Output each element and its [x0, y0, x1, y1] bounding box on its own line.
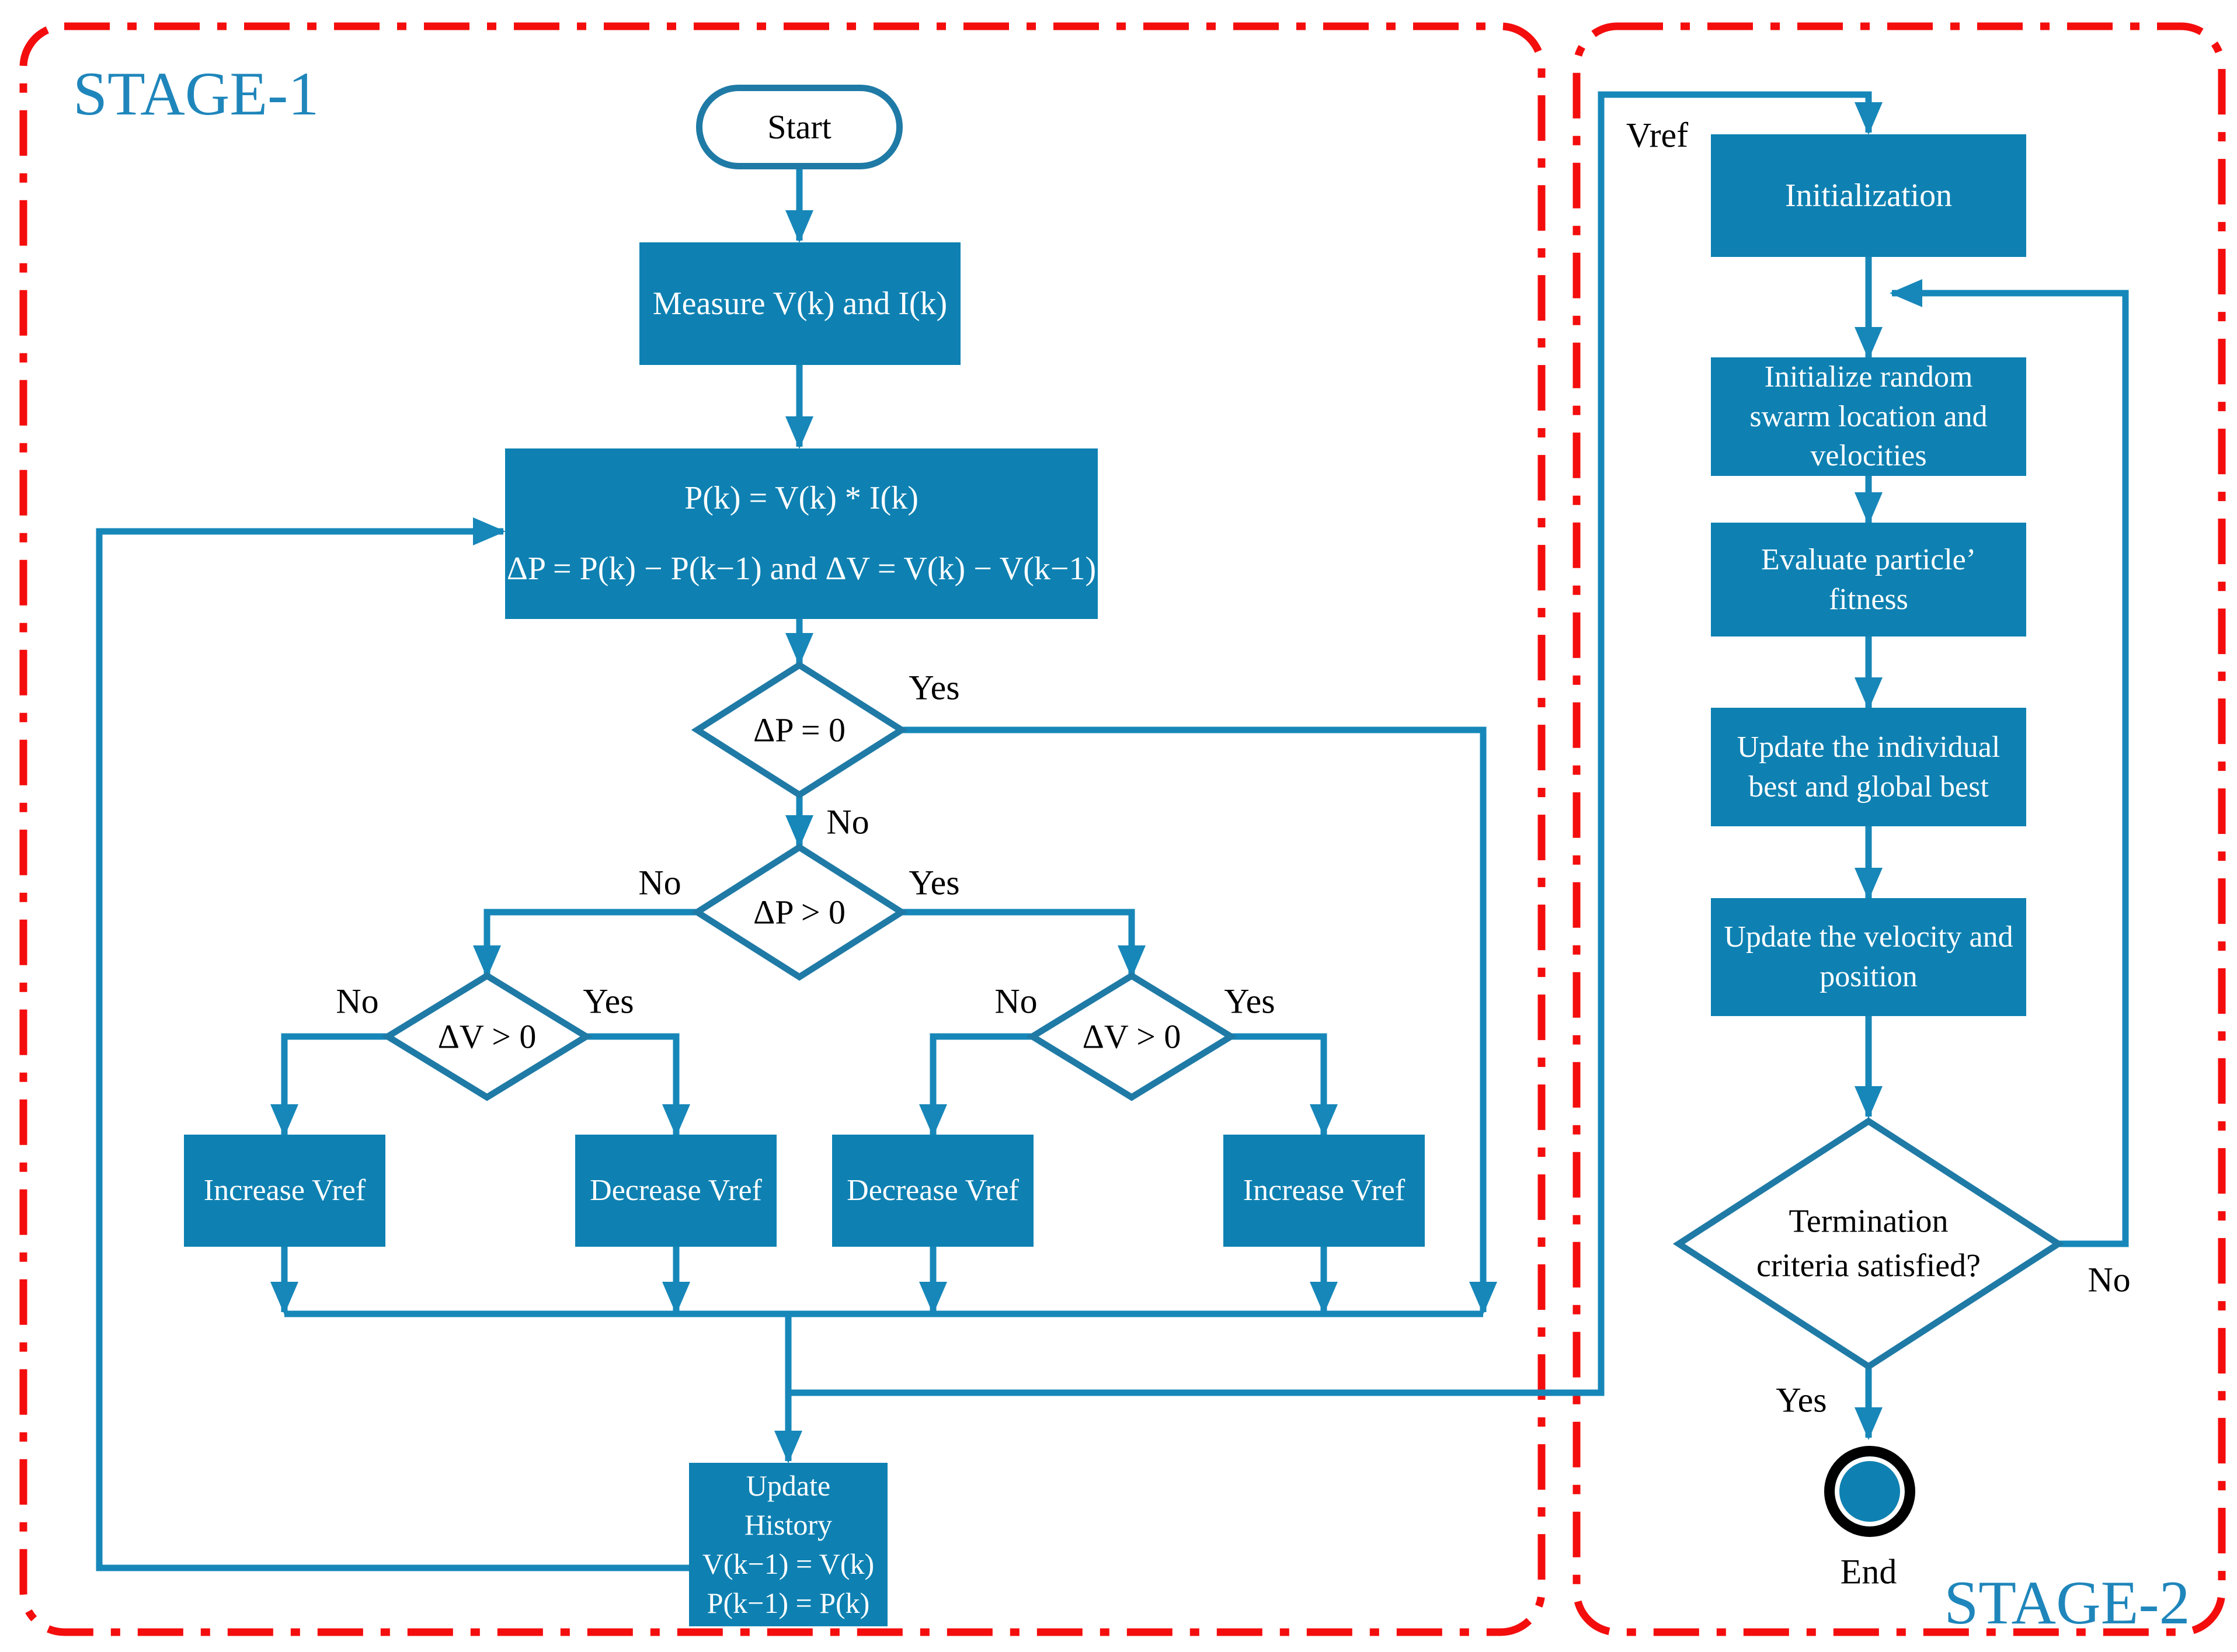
dp-pos-diamond-label: ΔP > 0 — [753, 893, 846, 931]
start-terminator: Start — [696, 85, 903, 169]
fitness-box: Evaluate particle’ fitness — [1711, 523, 2026, 637]
termination-yes-label: Yes — [1776, 1380, 1827, 1420]
action-decrease-vref-1: Decrease Vref — [575, 1135, 777, 1247]
stage1-connectors — [96, 91, 1883, 1571]
best-line-2: best and global best — [1748, 770, 1989, 804]
compute-box: P(k) = V(k) * I(k) ΔP = P(k) − P(k−1) an… — [505, 448, 1098, 619]
decision-diamonds — [381, 661, 2065, 1371]
termination-line-2: criteria satisfied? — [1756, 1247, 1981, 1284]
dp-zero-yes-label: Yes — [909, 668, 960, 707]
action-label: Increase Vref — [203, 1174, 366, 1208]
edge-dvleft-no — [270, 1033, 388, 1137]
dv-left-yes-label: Yes — [583, 982, 634, 1021]
start-label: Start — [767, 108, 832, 146]
edge-termination-no-loop — [1890, 279, 2129, 1247]
update-history-line-1: Update — [746, 1469, 831, 1502]
stage1-title: STAGE-1 — [73, 60, 319, 128]
velocity-line-1: Update the velocity and — [1724, 920, 2013, 954]
best-line-1: Update the individual — [1737, 730, 2001, 764]
stage2-border — [1572, 22, 2226, 1636]
dv-right-yes-label: Yes — [1224, 982, 1275, 1021]
action-label: Decrease Vref — [590, 1174, 762, 1208]
velocity-update-box: Update the velocity and position — [1711, 898, 2026, 1016]
termination-no-label: No — [2088, 1260, 2131, 1299]
fitness-line-1: Evaluate particle’ — [1761, 542, 1977, 576]
end-label: End — [1840, 1552, 1897, 1591]
edge-dppos-no — [473, 909, 697, 978]
fitness-line-2: fitness — [1829, 582, 1908, 616]
stage2-title: STAGE-2 — [1944, 1568, 2190, 1637]
initialization-label: Initialization — [1784, 177, 1953, 214]
action-decrease-vref-2: Decrease Vref — [832, 1135, 1034, 1247]
dv-left-no-label: No — [336, 982, 379, 1021]
edge-dvleft-yes — [586, 1033, 690, 1137]
best-update-box: Update the individual best and global be… — [1711, 708, 2026, 826]
update-history-line-2: History — [744, 1508, 832, 1541]
dp-pos-no-label: No — [638, 863, 681, 902]
compute-line-1: P(k) = V(k) * I(k) — [684, 479, 919, 516]
stage2-connectors — [1855, 257, 2129, 1440]
initialization-box: Initialization — [1711, 134, 2026, 257]
dv-left-diamond-label: ΔV > 0 — [437, 1017, 537, 1056]
edge-dpzero-yes — [902, 726, 1497, 1314]
dv-right-no-label: No — [994, 982, 1038, 1021]
swarm-line-3: velocities — [1810, 439, 1927, 473]
edge-dppos-yes — [902, 909, 1146, 978]
action-label: Increase Vref — [1243, 1174, 1405, 1208]
dv-right-diamond-label: ΔV > 0 — [1082, 1017, 1181, 1056]
update-history-line-4: P(k−1) = P(k) — [707, 1587, 870, 1619]
action-increase-vref-2: Increase Vref — [1223, 1135, 1425, 1247]
measure-box: Measure V(k) and I(k) — [639, 242, 961, 365]
edge-vref-to-stage2 — [788, 91, 1883, 1396]
swarm-line-1: Initialize random — [1764, 360, 1973, 394]
dv-right-diamond-shape — [1026, 972, 1237, 1101]
dp-zero-diamond-shape — [691, 661, 908, 799]
edge-history-feedback — [96, 517, 689, 1571]
dp-pos-diamond-shape — [691, 843, 908, 981]
termination-diamond-shape — [1672, 1117, 2065, 1371]
dp-zero-diamond-label: ΔP = 0 — [753, 711, 846, 749]
velocity-line-2: position — [1819, 960, 1918, 993]
stage1-border — [19, 22, 1546, 1636]
action-increase-vref-1: Increase Vref — [184, 1135, 385, 1247]
end-state-circle — [1824, 1446, 1915, 1537]
termination-diamond-label: Termination criteria satisfied? — [1705, 1199, 2032, 1288]
termination-line-1: Termination — [1789, 1203, 1949, 1240]
dp-zero-no-label: No — [826, 802, 869, 841]
update-history-box: Update History V(k−1) = V(k) P(k−1) = P(… — [689, 1463, 888, 1626]
dp-pos-yes-label: Yes — [909, 863, 960, 902]
action-label: Decrease Vref — [847, 1174, 1019, 1208]
swarm-init-box: Initialize random swarm location and vel… — [1711, 357, 2026, 476]
edge-dvright-yes — [1231, 1033, 1338, 1137]
update-history-line-3: V(k−1) = V(k) — [702, 1547, 875, 1580]
compute-line-2: ΔP = P(k) − P(k−1) and ΔV = V(k) − V(k−1… — [506, 551, 1097, 587]
dv-left-diamond-shape — [381, 972, 593, 1101]
vref-label: Vref — [1626, 116, 1689, 155]
swarm-line-2: swarm location and — [1749, 399, 1988, 433]
edge-dvright-no — [919, 1033, 1032, 1137]
measure-label: Measure V(k) and I(k) — [652, 285, 948, 322]
